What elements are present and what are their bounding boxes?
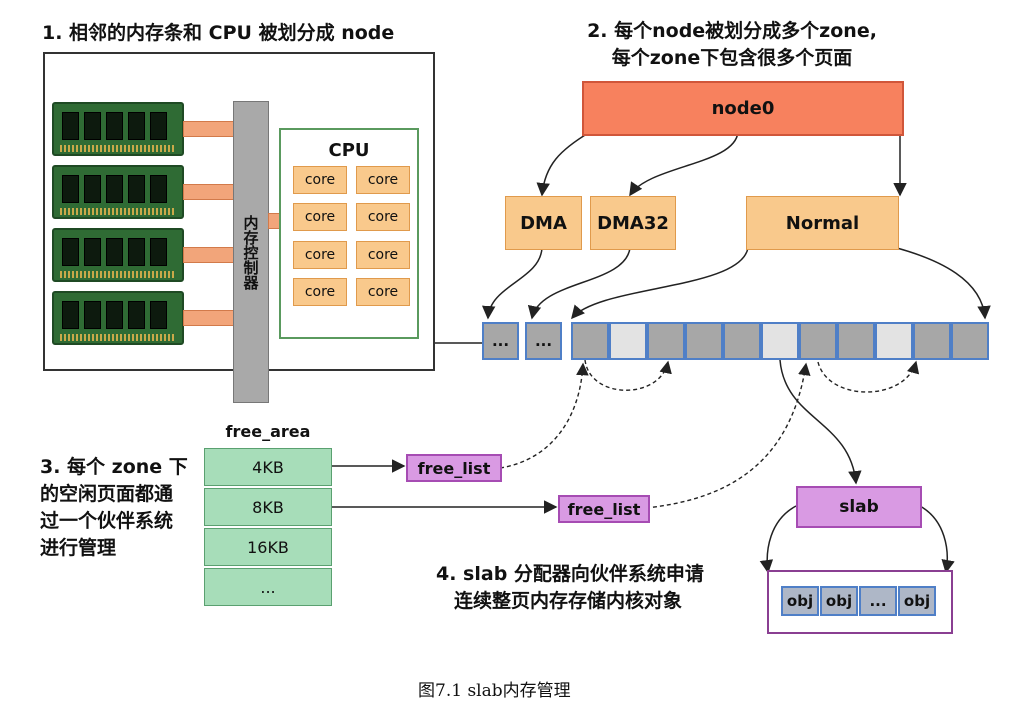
cpu-core: core xyxy=(293,241,347,269)
step3-text: 3. 每个 zone 下 的空闲页面都通 过一个伙伴系统 进行管理 xyxy=(40,454,188,562)
figure-caption: 图7.1 slab内存管理 xyxy=(418,681,571,701)
free-area-title: free_area xyxy=(225,422,311,441)
slab-obj: obj xyxy=(898,586,936,616)
zone-dma: DMA xyxy=(505,196,582,250)
memory-stick-1 xyxy=(52,102,184,156)
step1-title: 1. 相邻的内存条和 CPU 被划分成 node xyxy=(42,22,395,44)
cpu-core: core xyxy=(356,166,410,194)
free-list-1: free_list xyxy=(406,454,502,482)
node0-box: node0 xyxy=(582,81,904,136)
page-ellipsis-dma: ... xyxy=(482,322,519,360)
step3-line: 进行管理 xyxy=(40,537,117,559)
memory-bus-2 xyxy=(183,184,235,200)
zone-dma32: DMA32 xyxy=(590,196,676,250)
page xyxy=(609,322,647,360)
page-row-normal xyxy=(571,322,989,360)
step2-title-line1: 2. 每个node被划分成多个zone, xyxy=(587,20,877,42)
cpu-core: core xyxy=(293,278,347,306)
page xyxy=(571,322,609,360)
zone-normal: Normal xyxy=(746,196,899,250)
step3-line: 3. 每个 zone 下 xyxy=(40,456,188,478)
free-area-order-1: 8KB xyxy=(204,488,332,526)
page xyxy=(875,322,913,360)
step4-line: 连续整页内存存储内核对象 xyxy=(454,590,683,612)
memory-bus-4 xyxy=(183,310,235,326)
page xyxy=(761,322,799,360)
page xyxy=(913,322,951,360)
slab-box: slab xyxy=(796,486,922,528)
cpu-core: core xyxy=(356,241,410,269)
cpu-core: core xyxy=(356,203,410,231)
page xyxy=(951,322,989,360)
free-area-order-2: 16KB xyxy=(204,528,332,566)
step3-line: 过一个伙伴系统 xyxy=(40,510,174,532)
page xyxy=(837,322,875,360)
step4-text: 4. slab 分配器向伙伴系统申请 连续整页内存存储内核对象 xyxy=(436,561,704,615)
free-list-2: free_list xyxy=(558,495,650,523)
memory-controller: 内存控制器 xyxy=(233,101,269,403)
memory-bus-1 xyxy=(183,121,235,137)
slab-obj: obj xyxy=(781,586,819,616)
cpu-core: core xyxy=(293,166,347,194)
slab-obj-ellipsis: ... xyxy=(859,586,897,616)
step3-line: 的空闲页面都通 xyxy=(40,483,174,505)
free-area-order-0: 4KB xyxy=(204,448,332,486)
page xyxy=(647,322,685,360)
step4-line: 4. slab 分配器向伙伴系统申请 xyxy=(436,563,704,585)
page xyxy=(685,322,723,360)
cpu-core: core xyxy=(356,278,410,306)
slab-obj: obj xyxy=(820,586,858,616)
step2-title-line2: 每个zone下包含很多个页面 xyxy=(611,47,853,69)
memory-stick-2 xyxy=(52,165,184,219)
free-area-order-more: ... xyxy=(204,568,332,606)
memory-controller-label: 内存控制器 xyxy=(241,214,260,290)
cpu-label: CPU xyxy=(328,140,370,161)
memory-bus-3 xyxy=(183,247,235,263)
step2-title: 2. 每个node被划分成多个zone, 每个zone下包含很多个页面 xyxy=(552,18,912,72)
memory-stick-3 xyxy=(52,228,184,282)
page-ellipsis-dma32: ... xyxy=(525,322,562,360)
cpu-core: core xyxy=(293,203,347,231)
memory-stick-4 xyxy=(52,291,184,345)
page xyxy=(723,322,761,360)
page xyxy=(799,322,837,360)
